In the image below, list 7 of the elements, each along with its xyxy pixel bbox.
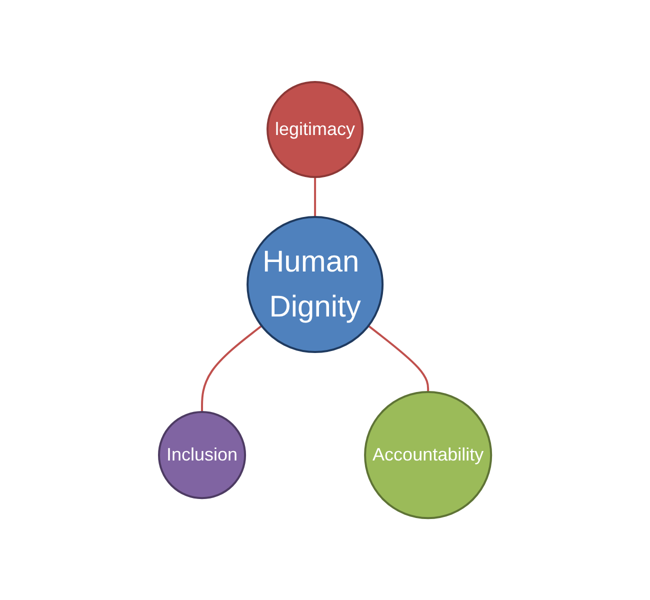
node-circle: Human Dignity xyxy=(246,216,384,353)
connector xyxy=(314,176,316,217)
connector xyxy=(368,325,430,392)
connector xyxy=(200,325,262,412)
node-circle: Accountability xyxy=(364,390,492,520)
node-circle: legitimacy xyxy=(266,80,364,178)
node-circle: Inclusion xyxy=(158,411,246,500)
